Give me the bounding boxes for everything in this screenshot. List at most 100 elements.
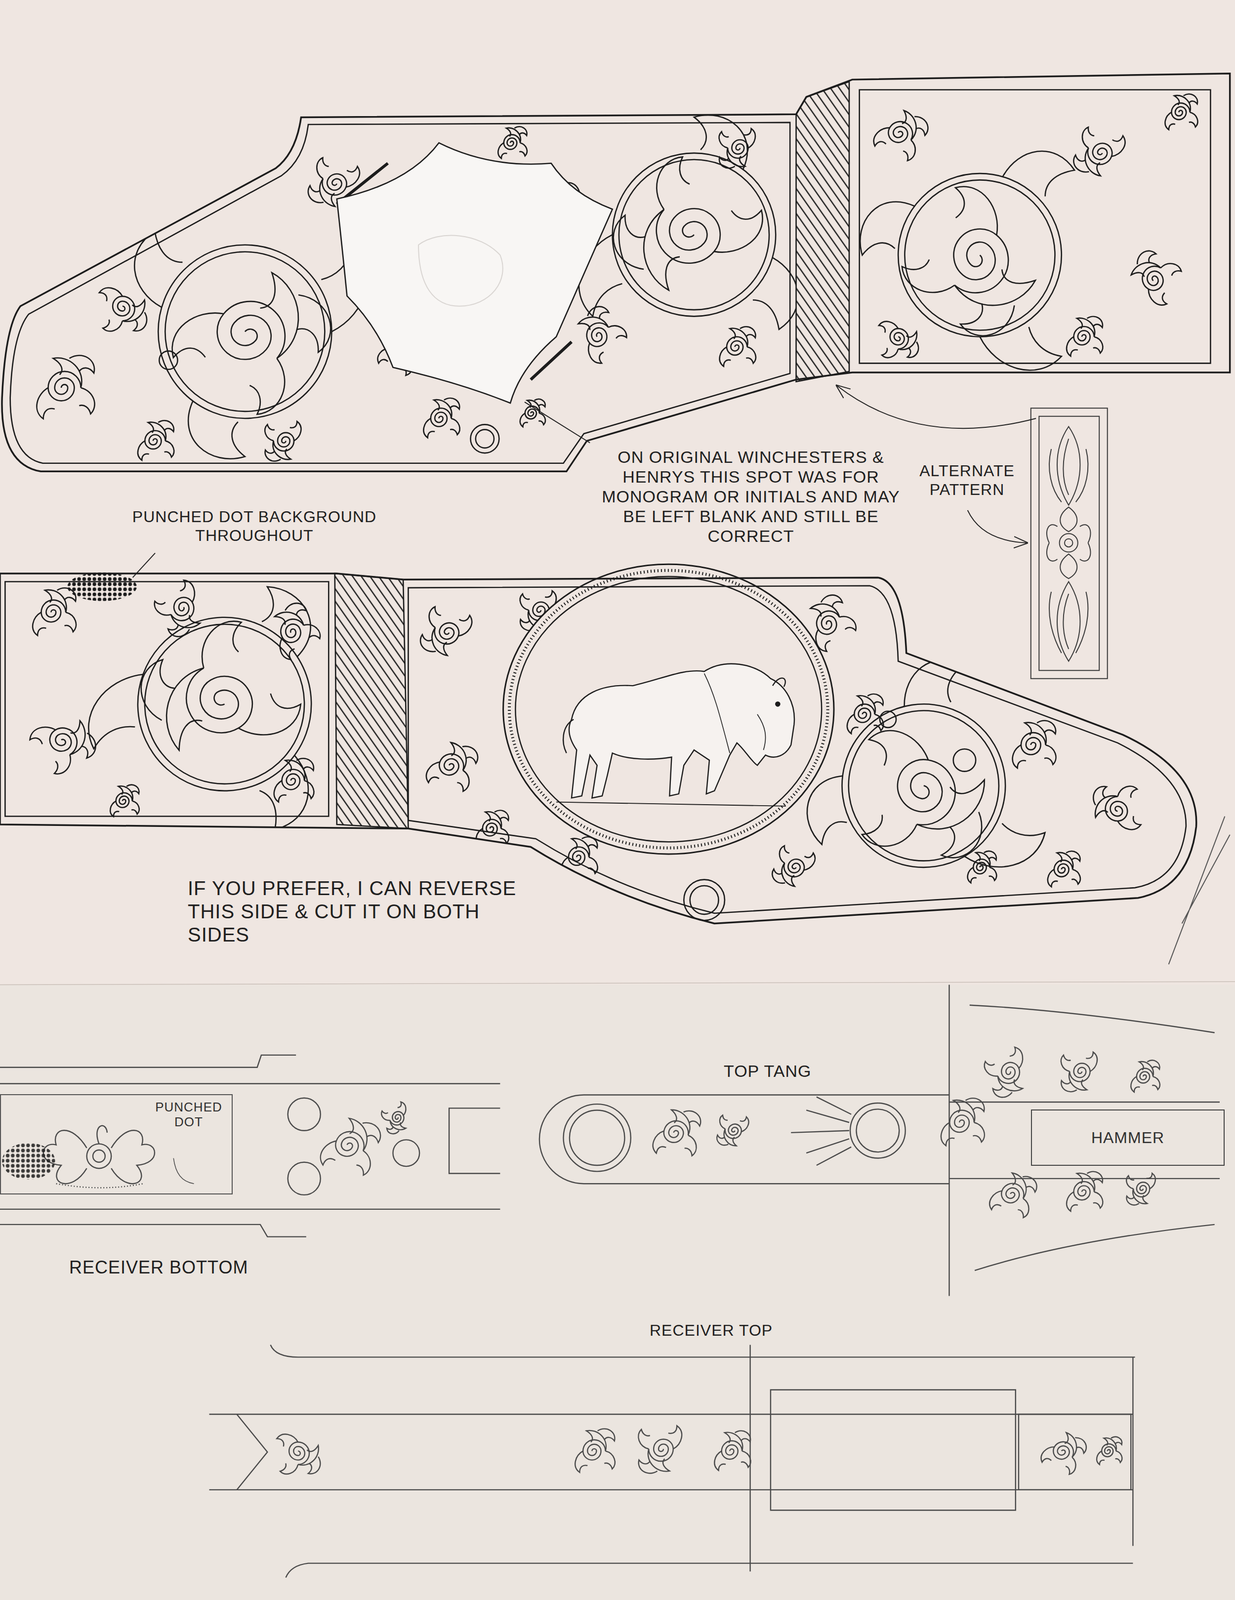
leader-lines bbox=[132, 385, 1231, 965]
engraving-stroke bbox=[32, 587, 77, 636]
engraving-stroke bbox=[1060, 507, 1077, 533]
engraving-stroke bbox=[1059, 533, 1078, 552]
engraving-stroke bbox=[1030, 408, 1108, 679]
engraving-stroke bbox=[563, 719, 574, 753]
engraving-stroke bbox=[270, 1345, 1136, 1358]
engraving-stroke bbox=[0, 981, 1235, 985]
engraving-stroke bbox=[967, 510, 1028, 543]
engraving-stroke bbox=[770, 1389, 1016, 1511]
engraving-stroke bbox=[563, 1104, 631, 1172]
engraving-stroke bbox=[967, 851, 997, 883]
engraving-stroke bbox=[449, 1108, 500, 1174]
engraving-stroke bbox=[772, 678, 786, 688]
engraving-stroke bbox=[704, 673, 766, 753]
engraving-stroke bbox=[503, 564, 834, 855]
engraving-stroke bbox=[1057, 581, 1080, 661]
engraving-stroke bbox=[1165, 93, 1198, 130]
engraving-stroke bbox=[150, 577, 212, 641]
engraving-stroke bbox=[856, 1109, 900, 1153]
alternate-pattern bbox=[1030, 408, 1108, 679]
engraving-stroke bbox=[36, 93, 1198, 461]
engraving-stroke bbox=[578, 115, 799, 330]
engraving-stroke bbox=[86, 1144, 112, 1169]
engraving-stroke bbox=[418, 235, 503, 307]
engraving-stroke bbox=[1123, 247, 1187, 309]
engraving-stroke bbox=[497, 126, 528, 159]
engraving-stroke bbox=[1060, 554, 1077, 579]
engraving-stroke bbox=[1168, 816, 1231, 965]
engraving-stroke bbox=[27, 706, 101, 779]
engraving-stroke bbox=[408, 585, 1186, 914]
engraving-stroke bbox=[56, 1183, 144, 1188]
engraving-stroke bbox=[539, 1094, 950, 1184]
engraving-stroke bbox=[1096, 1437, 1122, 1465]
engraving-stroke bbox=[1130, 1060, 1160, 1093]
receiver-top-view bbox=[209, 1345, 1136, 1578]
hammer-slot: HAMMER bbox=[1030, 1109, 1225, 1166]
engraving-stroke bbox=[690, 885, 719, 915]
handwritten-note: RECEIVER BOTTOM bbox=[69, 1257, 346, 1278]
engraving-stroke bbox=[1126, 1173, 1156, 1205]
engraving-stroke bbox=[638, 1425, 682, 1474]
engraving-stroke bbox=[879, 711, 897, 728]
engraving-stroke bbox=[274, 758, 315, 802]
engraving-stroke bbox=[870, 102, 932, 165]
engraving-stroke bbox=[317, 1111, 385, 1181]
engraving-stroke bbox=[1070, 122, 1128, 182]
engraving-stroke bbox=[1093, 786, 1141, 830]
engraving-stroke bbox=[567, 301, 632, 367]
engraving-stroke bbox=[276, 1434, 321, 1475]
engraving-stroke bbox=[132, 553, 156, 578]
engraving-stroke bbox=[1018, 1414, 1131, 1490]
engraving-stroke bbox=[137, 420, 174, 460]
engraving-stroke bbox=[43, 1125, 155, 1184]
engraving-stroke bbox=[860, 151, 1075, 371]
receiver-left-side bbox=[1, 73, 1231, 472]
engraving-stroke bbox=[790, 1097, 852, 1166]
handwritten-note: ALTERNATE PATTERN bbox=[911, 461, 1023, 500]
engraving-stroke bbox=[719, 128, 756, 168]
engraving-stroke bbox=[1, 73, 1231, 472]
engraving-stroke bbox=[262, 599, 325, 662]
engraving-stroke bbox=[1038, 416, 1100, 671]
engraving-stroke bbox=[859, 89, 1211, 364]
engraving-stroke bbox=[509, 570, 828, 849]
box-text: PUNCHED DOT bbox=[151, 1100, 226, 1130]
engraving-stroke bbox=[392, 1139, 420, 1167]
engraving-stroke bbox=[1066, 316, 1103, 357]
engraving-stroke bbox=[1049, 591, 1088, 654]
engraving-stroke bbox=[1047, 851, 1081, 887]
engraving-stroke bbox=[981, 1045, 1034, 1101]
handwritten-note: TOP TANG bbox=[723, 1061, 882, 1081]
engraving-stroke bbox=[110, 784, 140, 817]
engraving-stroke bbox=[1049, 438, 1088, 502]
engraving-stroke bbox=[796, 81, 850, 382]
engraving-stroke bbox=[134, 231, 368, 459]
engraving-stroke bbox=[715, 1112, 750, 1149]
engraving-stroke bbox=[987, 1167, 1040, 1222]
handwritten-note: ON ORIGINAL WINCHESTERS & HENRYS THIS SP… bbox=[592, 447, 909, 547]
engraving-stroke bbox=[0, 573, 1197, 924]
engraving-stroke bbox=[1064, 538, 1073, 548]
engraving-stroke bbox=[288, 1098, 321, 1131]
engraving-stroke bbox=[470, 424, 499, 453]
engraving-stroke bbox=[4, 581, 329, 817]
engraving-stroke bbox=[173, 1158, 194, 1185]
engraving-stroke bbox=[1066, 1171, 1103, 1212]
engraving-stroke bbox=[836, 385, 1036, 429]
engraving-stroke bbox=[750, 1345, 1134, 1572]
engraving-stroke bbox=[423, 398, 460, 438]
engraving-stroke bbox=[569, 1110, 625, 1166]
engraving-stroke bbox=[1046, 524, 1091, 562]
engraving-stroke bbox=[475, 429, 494, 449]
engraving-stroke bbox=[847, 694, 884, 734]
engraving-stroke bbox=[417, 602, 475, 662]
engraving-stroke bbox=[423, 736, 481, 796]
engraving-stroke bbox=[92, 1150, 106, 1163]
bison-figure bbox=[556, 663, 795, 807]
engraving-stroke bbox=[515, 576, 822, 842]
receiver-right-side bbox=[0, 542, 1197, 946]
engraving-stroke bbox=[651, 1105, 703, 1160]
engraving-stroke bbox=[336, 142, 613, 404]
